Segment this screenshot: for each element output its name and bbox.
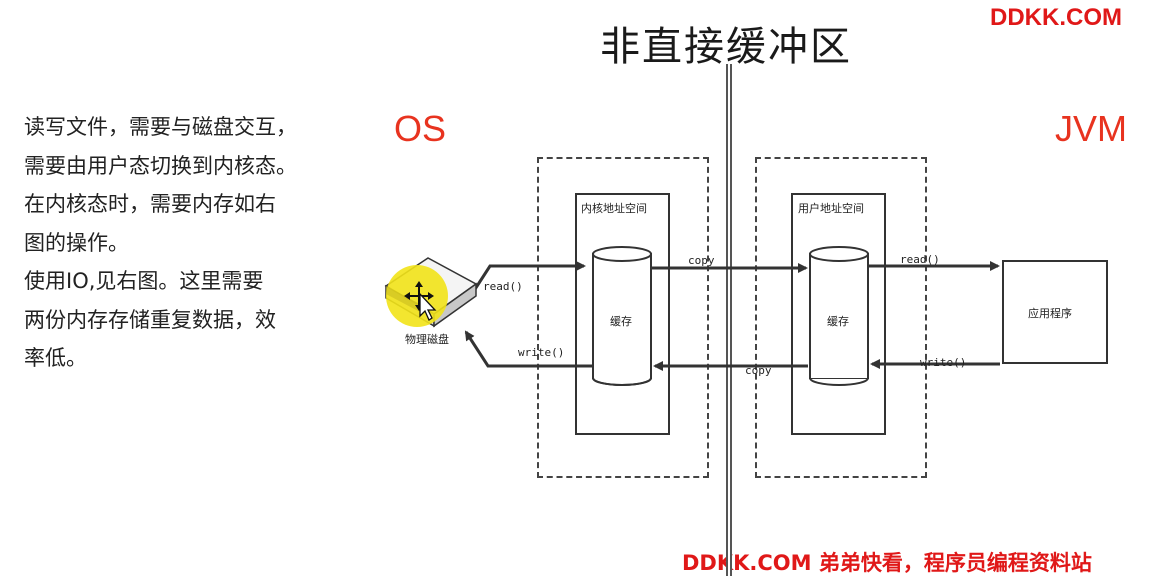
jvm-label: JVM (1055, 108, 1127, 149)
description-line: 率低。 (24, 346, 87, 370)
os-label: OS (394, 108, 447, 149)
description-line: 需要由用户态切换到内核态。 (24, 153, 297, 178)
os-jvm-divider (726, 64, 732, 576)
physical-disk-label: 物理磁盘 (405, 333, 449, 346)
read-disk-label: read() (483, 280, 523, 293)
move-cursor-icon (386, 265, 448, 327)
kernel-buffer-label: 缓存 (610, 315, 632, 328)
user-buffer-label: 缓存 (827, 315, 849, 328)
description-text: 读写文件，需要与磁盘交互， 需要由用户态切换到内核态。 在内核态时，需要内存如右… (24, 108, 364, 378)
description-line: 两份内存存储重复数据，效 (24, 307, 276, 332)
description-line: 图的操作。 (24, 230, 129, 255)
brand-watermark-top: DDKK.COM (990, 4, 1122, 31)
user-buffer-cylinder (809, 246, 869, 386)
user-address-space-title: 用户地址空间 (798, 202, 864, 215)
page-title: 非直接缓冲区 (600, 24, 852, 70)
write-disk-arrow (464, 330, 592, 368)
description-line: 读写文件，需要与磁盘交互， (24, 115, 297, 139)
description-line: 在内核态时，需要内存如右 (24, 192, 276, 216)
kernel-dashed-region (537, 157, 709, 478)
application-label: 应用程序 (1028, 307, 1072, 320)
application-box (1002, 260, 1108, 364)
user-dashed-region (755, 157, 927, 478)
write-disk-label: write() (518, 346, 565, 359)
read-app-label: read() (900, 253, 940, 266)
copy-bottom-label: copy (745, 364, 772, 377)
description-line: 使用IO,见右图。这里需要 (24, 269, 264, 293)
brand-watermark-bottom: DDKK.COM 弟弟快看，程序员编程资料站 (682, 551, 1092, 575)
write-app-label: write() (920, 356, 967, 369)
copy-top-label: copy (688, 254, 715, 267)
kernel-buffer-cylinder (592, 246, 652, 386)
kernel-address-space-title: 内核地址空间 (581, 202, 647, 215)
